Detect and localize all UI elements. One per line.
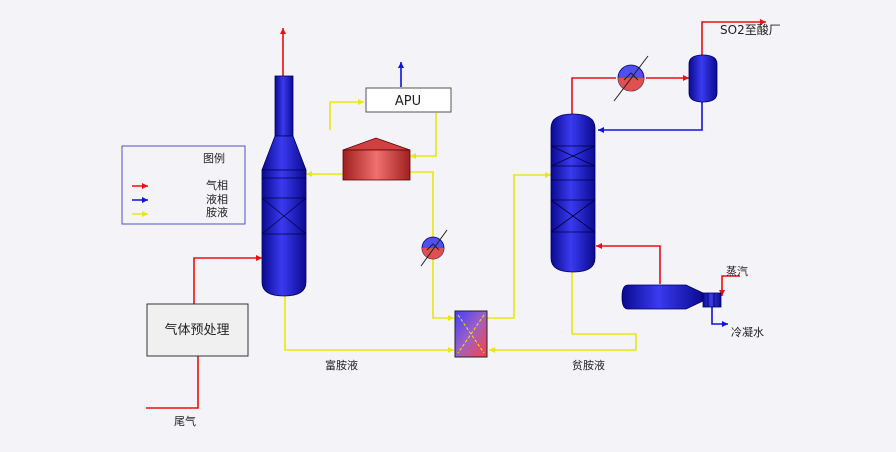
pretreat-label: 气体预处理 bbox=[164, 322, 229, 338]
lean-rich-exchanger bbox=[454, 310, 488, 358]
reboiler bbox=[621, 284, 722, 310]
pretreated-gas-line bbox=[193, 255, 262, 304]
lean-amine-line bbox=[489, 272, 637, 353]
reboiler-vapor-line bbox=[596, 243, 661, 284]
legend-liquid-label: 液相 bbox=[206, 192, 228, 206]
regenerator-tower bbox=[550, 113, 596, 273]
amine-tank bbox=[342, 137, 411, 181]
tail-gas-label: 尾气 bbox=[174, 414, 196, 428]
reflux-line bbox=[598, 100, 703, 133]
so2-label: SO2至酸厂 bbox=[720, 22, 781, 37]
regenerator-overhead-line bbox=[571, 77, 616, 116]
apu-to-tank-line bbox=[410, 113, 437, 159]
legend-amine-label: 胺液 bbox=[206, 205, 228, 219]
legend: 图例 气相 液相 胺液 bbox=[121, 145, 246, 225]
tail-gas-line bbox=[146, 356, 199, 409]
rich-amine-label: 富胺液 bbox=[325, 358, 358, 372]
legend-gas-label: 气相 bbox=[206, 178, 228, 192]
so2-outlet-line bbox=[701, 19, 766, 56]
reflux-drum bbox=[688, 54, 718, 103]
legend-frame bbox=[121, 145, 246, 225]
absorber-tower bbox=[261, 75, 307, 297]
lean-amine-label: 贫胺液 bbox=[572, 358, 605, 372]
steam-inlet-line bbox=[719, 275, 740, 296]
apu-label: APU bbox=[395, 94, 421, 109]
apu-unit: APU bbox=[365, 87, 452, 113]
rich-amine-line bbox=[284, 296, 454, 353]
condensate-label: 冷凝水 bbox=[731, 325, 764, 339]
pipelines bbox=[146, 19, 766, 409]
exchanger-to-regenerator-line bbox=[487, 172, 551, 319]
absorber-to-apu-line bbox=[329, 99, 364, 130]
legend-title: 图例 bbox=[203, 151, 225, 165]
cooler-to-exchanger-line bbox=[432, 258, 454, 321]
amine-cooler bbox=[420, 229, 448, 267]
condensate-outlet-line bbox=[711, 306, 728, 327]
gas-pretreatment-unit: 气体预处理 bbox=[146, 303, 249, 357]
tank-to-cooler-line bbox=[410, 171, 434, 238]
steam-label: 蒸汽 bbox=[726, 264, 748, 278]
overhead-condenser bbox=[613, 55, 649, 102]
